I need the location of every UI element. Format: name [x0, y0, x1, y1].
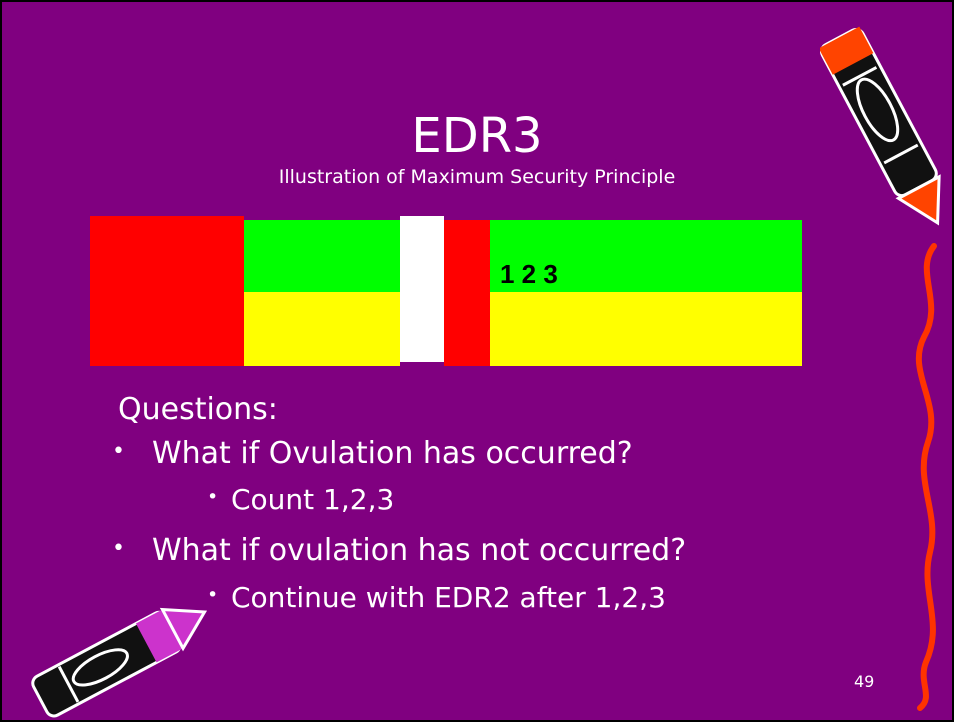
questions-heading: Questions:	[118, 392, 278, 427]
yellow-block-right	[490, 292, 802, 366]
crayon-icon-bottom-left	[31, 607, 208, 718]
color-block-illustration	[90, 216, 802, 366]
page-number: 49	[854, 672, 875, 691]
slide-title: EDR3	[411, 108, 543, 164]
chart-label: 1 2 3	[500, 259, 558, 289]
red-block-left	[90, 216, 244, 366]
crayon-icon-top-right	[820, 26, 941, 226]
yellow-block-left	[244, 292, 400, 366]
green-block-left	[244, 220, 400, 292]
sub-bullet-text: Count 1,2,3	[231, 483, 395, 516]
bullet-text: What if ovulation has not occurred?	[152, 533, 687, 568]
sub-bullet-dot: •	[207, 584, 219, 606]
squiggle-line-icon	[916, 243, 937, 711]
bullet-text: What if Ovulation has occurred?	[152, 436, 633, 471]
white-block	[400, 216, 444, 362]
sub-bullet-dot: •	[207, 486, 219, 508]
sub-bullet-text: Continue with EDR2 after 1,2,3	[231, 581, 666, 614]
bullet-dot: •	[112, 439, 125, 464]
bullet-dot: •	[112, 536, 125, 561]
red-block-middle	[444, 220, 490, 366]
green-block-right	[490, 220, 802, 292]
slide-subtitle: Illustration of Maximum Security Princip…	[278, 166, 676, 188]
